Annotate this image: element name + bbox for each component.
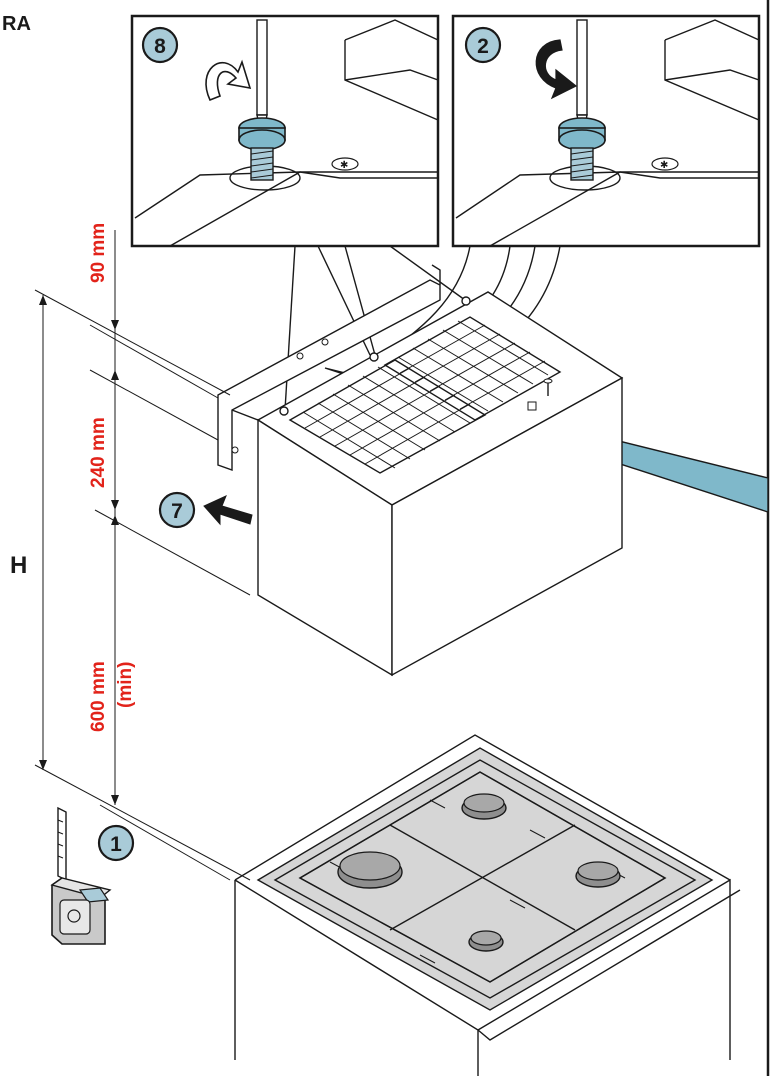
svg-text:2: 2 — [477, 35, 489, 58]
cooktop — [234, 734, 741, 1076]
svg-text:8: 8 — [154, 35, 166, 58]
svg-text:1: 1 — [110, 833, 122, 856]
svg-text:✱: ✱ — [660, 160, 668, 171]
dimension-600mm: 600 mm — [88, 661, 109, 732]
detail-panel-tighten: ✱ 8 — [130, 14, 440, 248]
svg-text:✱: ✱ — [340, 160, 348, 171]
tape-measure-icon — [50, 806, 112, 945]
step-badge-7: 7 — [158, 491, 196, 529]
step-badge-2: 2 — [464, 26, 502, 64]
step-badge-8: 8 — [141, 26, 179, 64]
hood — [217, 264, 624, 677]
push-arrow-icon — [203, 495, 253, 526]
rotate-arrow-icon — [205, 59, 252, 102]
step-badge-1: 1 — [97, 824, 135, 862]
dimension-90mm: 90 mm — [88, 223, 109, 283]
corner-label: RA — [2, 13, 31, 35]
rotate-arrow-icon — [535, 39, 578, 100]
dimension-lines — [34, 230, 251, 881]
height-label: H — [10, 552, 27, 579]
svg-text:7: 7 — [171, 500, 183, 523]
dimension-240mm: 240 mm — [88, 417, 109, 488]
detail-panel-loosen: ✱ 2 — [451, 14, 761, 248]
dimension-min-note: (min) — [115, 662, 136, 708]
